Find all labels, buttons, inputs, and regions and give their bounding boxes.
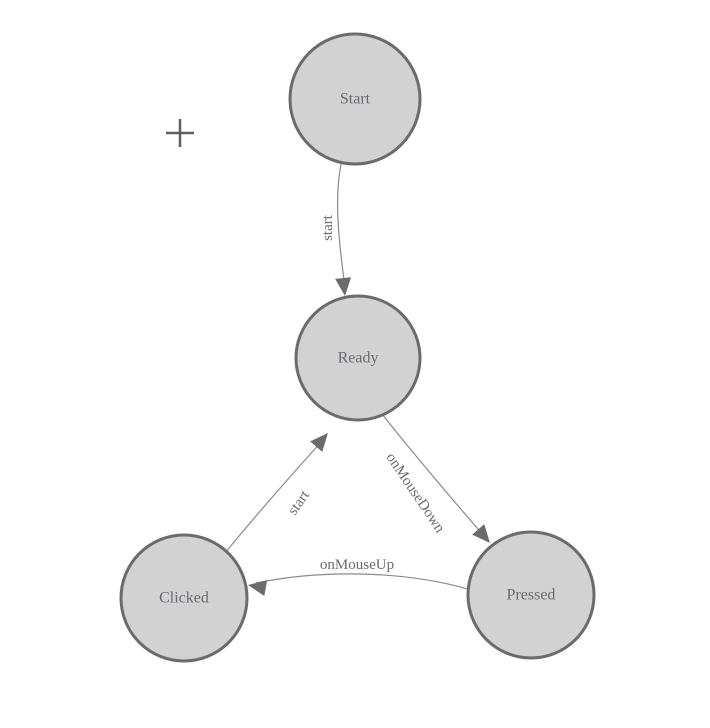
edge-pressed-to-clicked[interactable]: onMouseUp bbox=[247, 557, 469, 597]
cursor-layer bbox=[166, 119, 194, 147]
arrowhead-icon bbox=[335, 277, 352, 296]
state-node-shape[interactable] bbox=[466, 530, 596, 660]
state-node-shape[interactable] bbox=[288, 32, 422, 166]
edge-line bbox=[224, 440, 323, 554]
edge-start-to-ready[interactable]: start bbox=[320, 163, 353, 297]
edge-ready-to-pressed[interactable]: onMouseDown bbox=[381, 413, 496, 548]
state-node-label: Pressed bbox=[507, 587, 556, 604]
state-node-start[interactable]: Start bbox=[288, 32, 422, 166]
state-node-label: Ready bbox=[338, 350, 379, 367]
state-node-shape[interactable] bbox=[294, 294, 422, 422]
state-node-clicked[interactable]: Clicked bbox=[119, 533, 249, 663]
edge-line bbox=[381, 413, 485, 537]
edge-label: onMouseDown bbox=[383, 450, 448, 536]
edge-label: start bbox=[320, 214, 336, 241]
arrowhead-icon bbox=[472, 524, 490, 543]
edge-label: onMouseUp bbox=[320, 557, 394, 573]
crosshair-icon bbox=[166, 119, 194, 147]
state-node-label: Start bbox=[340, 91, 371, 108]
state-node-shape[interactable] bbox=[119, 533, 249, 663]
edge-label: start bbox=[285, 487, 313, 518]
state-node-label: Clicked bbox=[159, 590, 209, 607]
arrowhead-icon bbox=[248, 580, 268, 597]
edge-line bbox=[336, 163, 346, 289]
edge-clicked-to-ready[interactable]: start bbox=[224, 428, 334, 554]
state-node-ready[interactable]: Ready bbox=[294, 294, 422, 422]
arrowhead-icon bbox=[310, 433, 328, 452]
state-node-pressed[interactable]: Pressed bbox=[466, 530, 596, 660]
edge-line bbox=[255, 573, 469, 590]
